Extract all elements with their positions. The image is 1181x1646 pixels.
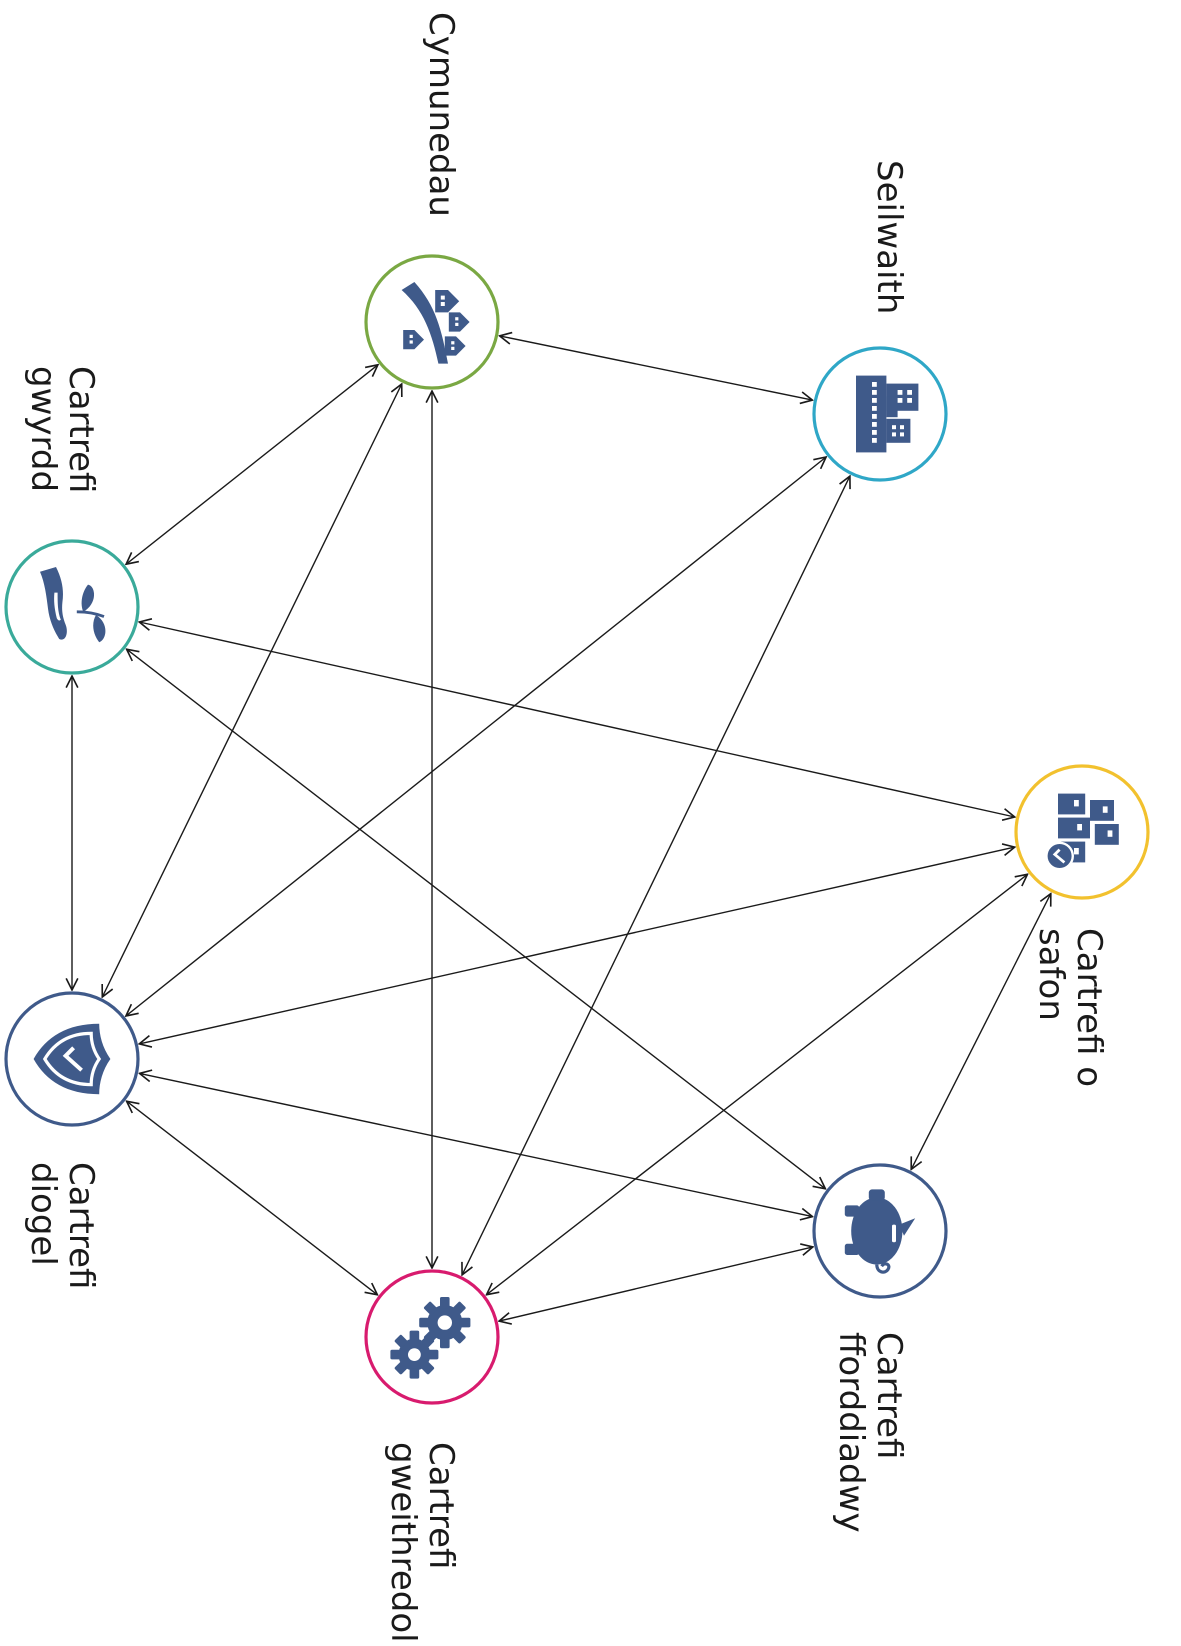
node-label-line: Cymunedau: [421, 12, 461, 217]
node-label-gwyrdd: Cartrefigwyrdd: [23, 366, 101, 493]
edge-gwyrdd-fforddiadwy: [127, 649, 826, 1189]
connector-arrows: [72, 336, 1051, 1321]
node-cymunedau: Cymunedau: [364, 12, 500, 390]
node-seilwaith: Seilwaith: [812, 160, 948, 482]
edge-safon-diogel: [139, 847, 1014, 1044]
node-label-line: fforddiadwy: [831, 1332, 871, 1533]
node-gwyrdd: Cartrefigwyrdd: [4, 366, 140, 675]
node-safon: Cartrefi osafon: [1014, 764, 1150, 1087]
node-label-line: Cartrefi: [869, 1332, 909, 1459]
node-label-gweithredol: Cartrefigweithredol: [383, 1442, 461, 1643]
node-label-line: gweithredol: [383, 1442, 423, 1643]
node-label-diogel: Cartrefidiogel: [23, 1162, 101, 1289]
node-label-seilwaith: Seilwaith: [869, 160, 909, 314]
node-label-line: Cartrefi: [421, 1442, 461, 1569]
node-label-safon: Cartrefi osafon: [1031, 928, 1109, 1087]
node-fforddiadwy: Cartrefifforddiadwy: [812, 1163, 948, 1533]
edge-cymunedau-diogel: [102, 384, 401, 997]
edge-fforddiadwy-gweithredol: [499, 1247, 813, 1321]
node-label-line: Cartrefi: [61, 1162, 101, 1289]
node-label-fforddiadwy: Cartrefifforddiadwy: [831, 1332, 909, 1533]
node-ring-gwyrdd: [4, 539, 140, 675]
node-label-line: Cartrefi o: [1069, 928, 1109, 1087]
node-diogel: Cartrefidiogel: [4, 991, 140, 1289]
edge-seilwaith-diogel: [126, 457, 826, 1016]
node-label-line: Seilwaith: [869, 160, 909, 314]
node-label-cymunedau: Cymunedau: [421, 12, 461, 217]
node-label-line: Cartrefi: [61, 366, 101, 493]
edge-diogel-fforddiadwy: [140, 1073, 813, 1216]
node-label-line: gwyrdd: [23, 366, 63, 492]
edge-gwyrdd-safon: [139, 622, 1014, 817]
edge-cymunedau-gwyrdd: [126, 365, 378, 564]
node-label-line: diogel: [23, 1162, 63, 1266]
edge-cymunedau-seilwaith: [500, 336, 813, 400]
node-gweithredol: Cartrefigweithredol: [364, 1269, 500, 1643]
edge-diogel-gweithredol: [127, 1101, 378, 1295]
edge-safon-fforddiadwy: [911, 894, 1051, 1170]
node-label-line: safon: [1031, 928, 1071, 1021]
nodes: CymunedauSeilwaithCartrefigwyrddCartrefi…: [4, 12, 1150, 1643]
